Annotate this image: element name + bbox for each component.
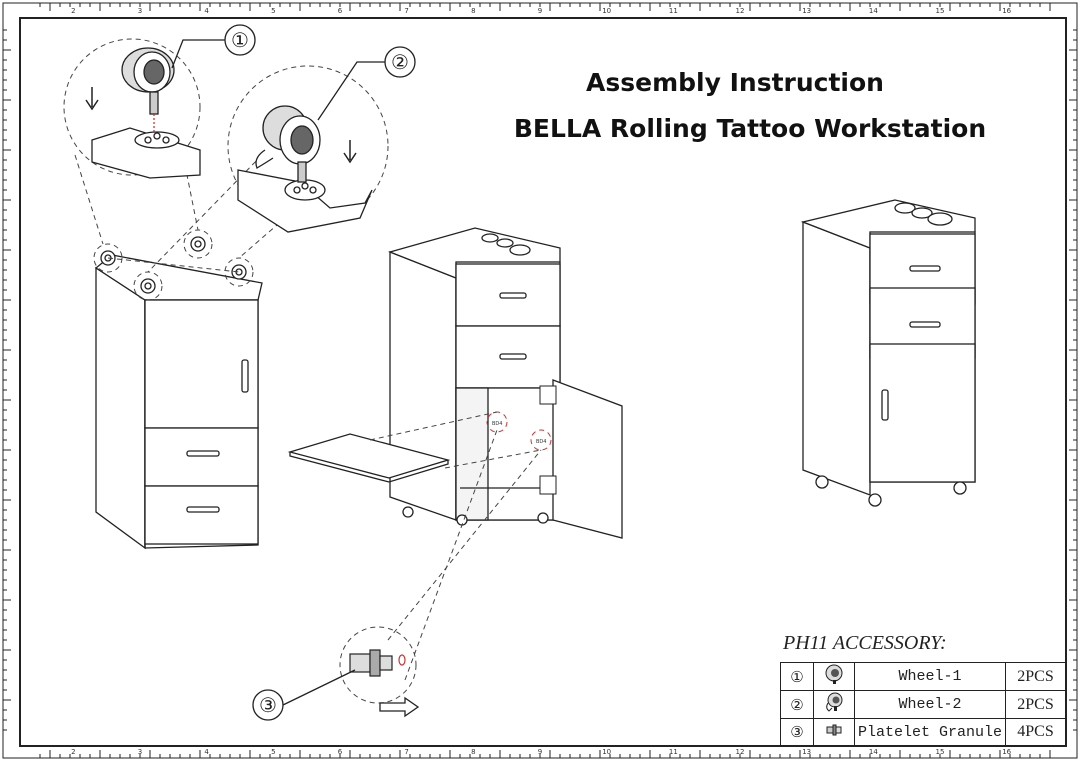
detail-wheel-2 [237, 105, 373, 233]
accessory-row: ① Wheel-1 2PCS [780, 662, 1066, 691]
accessory-qty: 2PCS [1005, 690, 1066, 719]
callout-2: ② [317, 46, 416, 121]
ruler-number: 15 [936, 7, 945, 15]
callout-2-label: ② [391, 50, 409, 74]
accessory-qty: 4PCS [1005, 718, 1066, 746]
ruler-number: 15 [936, 748, 945, 756]
ruler-number: 10 [602, 7, 611, 15]
ruler-numbers: 2 2 3 3 4 4 5 5 6 6 7 7 8 8 9 9 10 10 11 11 12 12 13 13 14 14 15 15… [71, 7, 1012, 756]
callout-3-label: ③ [259, 693, 277, 717]
hinges-middle [539, 385, 557, 495]
accessory-qty: 2PCS [1005, 662, 1066, 691]
ruler-number: 7 [404, 7, 408, 15]
detail-platelet-granule [349, 649, 406, 677]
ruler-number: 7 [404, 748, 408, 756]
wheel-2-icon [813, 690, 855, 719]
ruler-number: 3 [138, 7, 142, 15]
ruler-number: 6 [338, 748, 343, 756]
accessory-num: ③ [780, 718, 814, 746]
ruler-number: 13 [802, 748, 811, 756]
detail-wheel-1 [85, 47, 201, 179]
accessory-name: Platelet Granule [854, 718, 1006, 746]
ruler-number: 9 [538, 7, 542, 15]
title-line-2: BELLA Rolling Tattoo Workstation [513, 114, 987, 143]
title-line-1: Assembly Instruction [586, 68, 884, 97]
ruler-number: 3 [138, 748, 142, 756]
dashed-guides-middle [339, 411, 552, 704]
accessory-num: ② [780, 690, 814, 719]
ruler-number: 5 [271, 7, 275, 15]
ruler-number: 5 [271, 748, 275, 756]
ruler-number: 14 [869, 7, 878, 15]
accessory-table: ① Wheel-1 2PCS ② Wheel-2 2PCS ③ Platelet… [780, 662, 1066, 746]
cabinet-middle [387, 227, 623, 539]
cabinet-right [800, 199, 976, 507]
ruler-number: 12 [736, 7, 745, 15]
ruler-number: 2 [71, 748, 75, 756]
accessory-row: ③ Platelet Granule 4PCS [780, 718, 1066, 746]
ruler-number: 13 [802, 7, 811, 15]
accessory-name: Wheel-1 [854, 662, 1006, 691]
ruler-number: 4 [204, 748, 209, 756]
cabinet-left [94, 254, 263, 550]
ruler-number: 16 [1002, 748, 1011, 756]
callout-1-label: ① [231, 28, 249, 52]
callout-1: ① [171, 24, 256, 69]
callout-3: ③ [252, 669, 356, 721]
platelet-granule-icon [813, 718, 855, 746]
ruler-number: 12 [736, 748, 745, 756]
accessory-row: ② Wheel-2 2PCS [780, 690, 1066, 719]
ruler-ticks [3, 3, 1077, 758]
ruler-number: 9 [538, 748, 542, 756]
ruler-number: 2 [71, 7, 75, 15]
ruler-number: 8 [471, 748, 475, 756]
ruler-number: 6 [338, 7, 343, 15]
wheel-1-icon [813, 662, 855, 691]
door-label-a: BD4 [492, 421, 502, 427]
ruler-number: 11 [669, 7, 678, 15]
ruler-number: 11 [669, 748, 678, 756]
accessory-num: ① [780, 662, 814, 691]
ruler-number: 8 [471, 7, 475, 15]
ruler-number: 16 [1002, 7, 1011, 15]
ruler-number: 4 [204, 7, 209, 15]
ruler-number: 10 [602, 748, 611, 756]
shelf-board [287, 433, 451, 483]
ruler-number: 14 [869, 748, 878, 756]
accessory-name: Wheel-2 [854, 690, 1006, 719]
push-arrow-icon [379, 696, 420, 718]
door-label-b: BD4 [536, 439, 546, 445]
accessory-heading: PH11 ACCESSORY: [783, 632, 947, 654]
